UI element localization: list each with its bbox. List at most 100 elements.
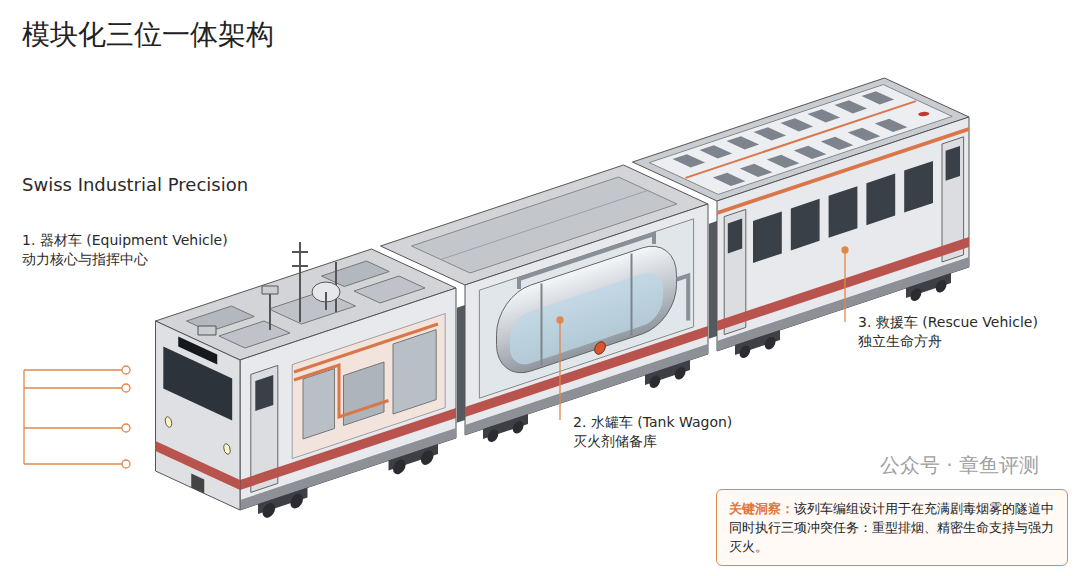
equipment-car <box>156 242 457 527</box>
equipment-car-front-part <box>156 321 241 510</box>
rescue-car-side-part <box>936 279 947 295</box>
equipment-car-side-part <box>292 314 445 459</box>
callout-label: 3. 救援车 (Rescue Vehicle) <box>858 314 1038 332</box>
equipment-car-side <box>240 288 456 527</box>
equipment-car-side-part <box>294 324 438 372</box>
leader-lines-part <box>24 387 122 388</box>
tank-car-side-part <box>650 374 661 390</box>
tank-car-side-part <box>631 254 633 336</box>
rescue-car-side-part <box>829 186 858 238</box>
rescue-car-roof-part <box>727 136 760 149</box>
equipment-car-front-part <box>165 416 172 429</box>
equipment-car-side-part <box>263 501 276 519</box>
tank-car-side-part <box>497 237 677 383</box>
equipment-car-side-part <box>240 288 456 510</box>
rescue-car-side-part <box>709 221 717 339</box>
equipment-car-front-part <box>163 347 232 421</box>
rescue-car-roof-part <box>848 128 881 141</box>
rescue-car-roof-part <box>673 154 706 167</box>
leader-lines-part <box>24 427 122 428</box>
roof-antennas-part <box>198 326 216 335</box>
rescue-car-side-part <box>740 344 751 360</box>
equipment-car-side-part <box>240 408 456 490</box>
rescue-car-roof-part <box>821 137 854 150</box>
insight-text: 关键洞察：该列车编组设计用于在充满剧毒烟雾的隧道中同时执行三项冲突任务：重型排烟… <box>729 499 1055 556</box>
rescue-car-roof-part <box>781 118 814 131</box>
rescue-car-side-part <box>717 257 969 351</box>
rescue-car-roof-part <box>754 127 787 140</box>
callout-label: 2. 水罐车 (Tank Wagon) <box>573 414 732 432</box>
leader-lines-part <box>24 369 122 370</box>
callout-note: 动力核心与指挥中心 <box>22 251 148 269</box>
leader-lines-part <box>557 317 563 323</box>
tank-car-side-part <box>677 276 689 325</box>
rescue-car-side-part <box>904 161 933 213</box>
rescue-car-side-part <box>866 174 895 226</box>
equipment-car-roof-part <box>269 291 356 324</box>
leader-lines-part <box>844 252 845 322</box>
roof-antennas <box>198 242 340 335</box>
rescue-car-roof-part <box>767 155 800 168</box>
equipment-car-front-part <box>224 443 231 456</box>
equipment-car-side-part <box>344 362 385 426</box>
rescue-car-side-part <box>728 219 742 254</box>
tank-car-side-part <box>513 420 524 436</box>
equipment-car-side-part <box>240 428 456 510</box>
leader-lines <box>24 247 848 468</box>
leader-lines-part <box>559 322 560 420</box>
insight-box: 关键洞察：该列车编组设计用于在充满剧毒烟雾的隧道中同时执行三项冲突任务：重型排烟… <box>716 489 1068 566</box>
rescue-car-roof-part <box>740 164 773 177</box>
leader-lines-part <box>23 370 24 464</box>
rescue-car-roof-part <box>794 146 827 159</box>
equipment-car-side-part <box>290 492 303 510</box>
callout-note: 独立生命方舟 <box>858 333 942 351</box>
equipment-car-side-part <box>294 349 389 433</box>
leader-lines-part <box>122 366 130 374</box>
roof-antennas-part <box>299 242 301 322</box>
rescue-car-roof-part <box>862 91 895 104</box>
rescue-car-side-part <box>765 336 776 352</box>
rescue-car-roof-part <box>808 109 841 122</box>
equipment-car-front <box>156 321 241 510</box>
insight-heading: 关键洞察： <box>729 501 794 516</box>
tank-car-side-part <box>595 340 606 356</box>
tank-car-side-part <box>465 326 708 417</box>
equipment-car-front-part <box>191 474 204 494</box>
equipment-car-side-part <box>393 330 436 414</box>
leader-lines-part <box>122 424 130 432</box>
callout-note: 灭火剂储备库 <box>573 433 657 451</box>
rescue-car-side-part <box>753 211 782 263</box>
roof-antennas-part <box>262 286 278 294</box>
rescue-car-side-part <box>911 287 922 303</box>
roof-antennas-part <box>292 265 308 267</box>
equipment-car-side-part <box>421 449 434 467</box>
tank-car-side-part <box>488 428 499 444</box>
callout-label: 1. 器材车 (Equipment Vehicle) <box>22 232 228 250</box>
leader-lines-part <box>842 247 848 253</box>
rescue-car-roof-part <box>916 111 932 117</box>
watermark: 公众号 · 章鱼评测 <box>880 452 1039 479</box>
roof-antennas-part <box>269 290 271 330</box>
rescue-car-side-part <box>946 146 960 181</box>
leader-lines-part <box>122 460 130 468</box>
leader-lines-part <box>122 384 130 392</box>
rescue-car-side <box>709 117 969 370</box>
rescue-car-roof-part <box>875 119 908 132</box>
rescue-car-side-part <box>717 127 969 215</box>
roof-antennas-part <box>325 292 327 310</box>
equipment-car-side-part <box>255 375 273 411</box>
diagram-title: 模块化三位一体架构 <box>22 16 274 54</box>
tank-car-side-part <box>465 204 708 435</box>
rescue-car-side-part <box>791 199 820 251</box>
leader-lines-part <box>24 463 122 464</box>
roof-antennas-part <box>292 251 308 253</box>
equipment-car-side-part <box>393 458 406 476</box>
rescue-car-roof-part <box>713 173 746 186</box>
equipment-car-roof-part <box>187 306 255 332</box>
rescue-car-roof-part <box>835 100 868 113</box>
tank-car-side-part <box>541 284 543 366</box>
tank-car-side-part <box>675 366 686 382</box>
rescue-car-roof-part <box>700 145 733 158</box>
equipment-car-front-part <box>178 337 217 365</box>
subtitle: Swiss Industrial Precision <box>22 174 248 195</box>
